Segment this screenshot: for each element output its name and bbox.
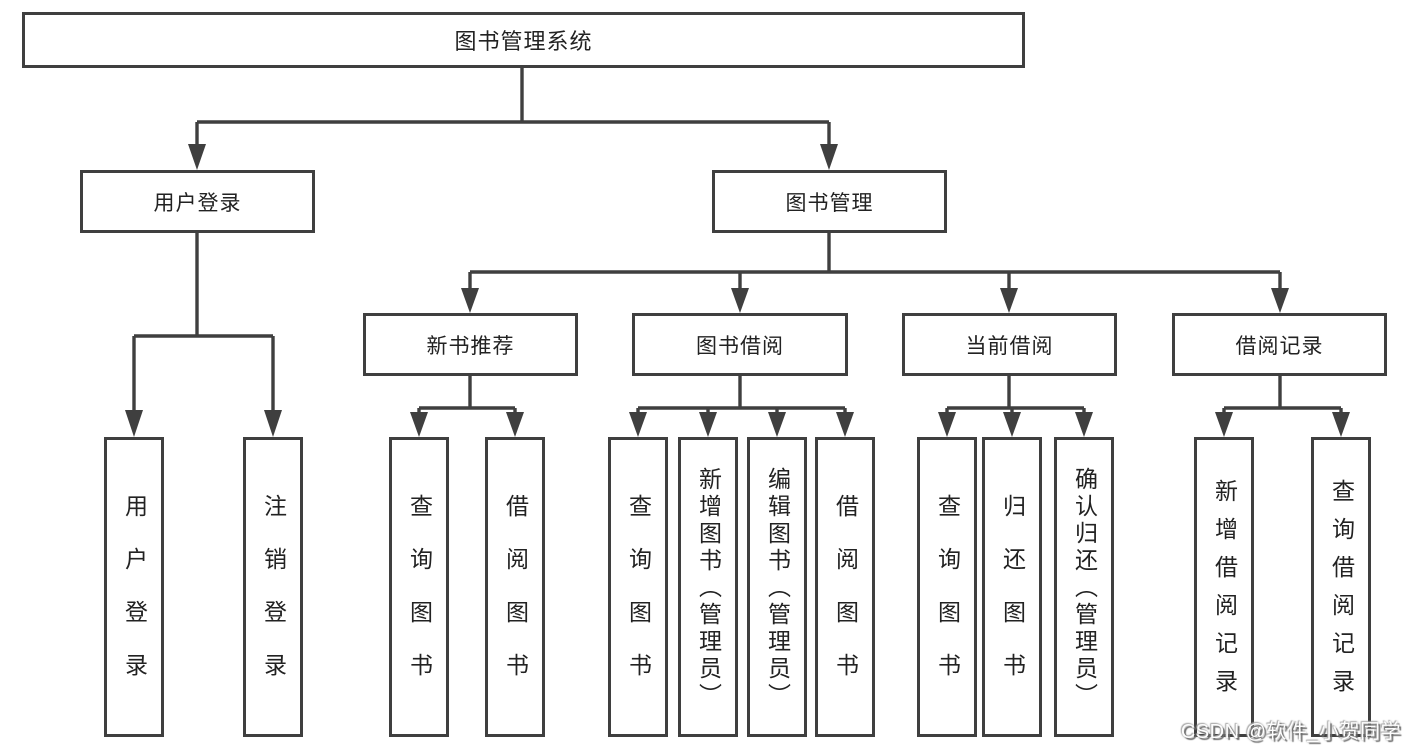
- node-user-login: 用户登录: [80, 170, 315, 233]
- leaf-label: 归还图书: [999, 494, 1026, 706]
- leaf-return-book: 归还图书: [982, 437, 1042, 737]
- node-book-management: 图书管理: [712, 170, 947, 233]
- node-label: 图书管理: [785, 191, 874, 215]
- leaf-label: 借阅图书: [502, 494, 529, 706]
- leaf-label: 注销登录: [260, 494, 287, 706]
- node-new-book-recommend: 新书推荐: [363, 313, 578, 376]
- leaf-label: 借阅图书: [832, 494, 859, 706]
- leaf-user-login: 用户登录: [104, 437, 164, 737]
- node-label: 当前借阅: [965, 334, 1054, 358]
- leaf-label: 确认归还（管理员）: [1071, 466, 1098, 710]
- leaf-label: 用户登录: [121, 494, 148, 706]
- leaf-label: 查询图书: [625, 494, 652, 706]
- node-label: 用户登录: [153, 191, 242, 215]
- leaf-label: 新增借阅记录: [1211, 479, 1238, 707]
- leaf-label: 编辑图书（管理员）: [764, 466, 791, 710]
- node-label: 新书推荐: [426, 334, 515, 358]
- node-library-management-system: 图书管理系统: [22, 12, 1025, 68]
- node-current-borrowing: 当前借阅: [902, 313, 1117, 376]
- leaf-confirm-return-admin: 确认归还（管理员）: [1054, 437, 1114, 737]
- leaf-label: 查询图书: [406, 494, 433, 706]
- leaf-logout: 注销登录: [243, 437, 303, 737]
- node-label: 借阅记录: [1235, 334, 1324, 358]
- leaf-borrow-books: 借阅图书: [815, 437, 875, 737]
- leaf-label: 查询图书: [934, 494, 961, 706]
- leaf-label: 查询借阅记录: [1328, 479, 1355, 707]
- leaf-edit-book-admin: 编辑图书（管理员）: [747, 437, 807, 737]
- node-borrowing-records: 借阅记录: [1172, 313, 1387, 376]
- leaf-add-borrow-record: 新增借阅记录: [1194, 437, 1254, 737]
- leaf-query-books-current: 查询图书: [917, 437, 977, 737]
- leaf-label: 新增图书（管理员）: [695, 466, 722, 710]
- arrowheads: [125, 144, 1350, 437]
- node-label: 图书管理系统: [454, 29, 593, 54]
- leaf-query-books-recommend: 查询图书: [389, 437, 449, 737]
- leaf-query-books-borrow: 查询图书: [608, 437, 668, 737]
- leaf-add-book-admin: 新增图书（管理员）: [678, 437, 738, 737]
- leaf-query-borrow-record: 查询借阅记录: [1311, 437, 1371, 737]
- leaf-borrow-books-recommend: 借阅图书: [485, 437, 545, 737]
- watermark: CSDN @软件_小贺同学: [1180, 721, 1401, 743]
- node-book-borrowing: 图书借阅: [632, 313, 848, 376]
- node-label: 图书借阅: [696, 334, 784, 358]
